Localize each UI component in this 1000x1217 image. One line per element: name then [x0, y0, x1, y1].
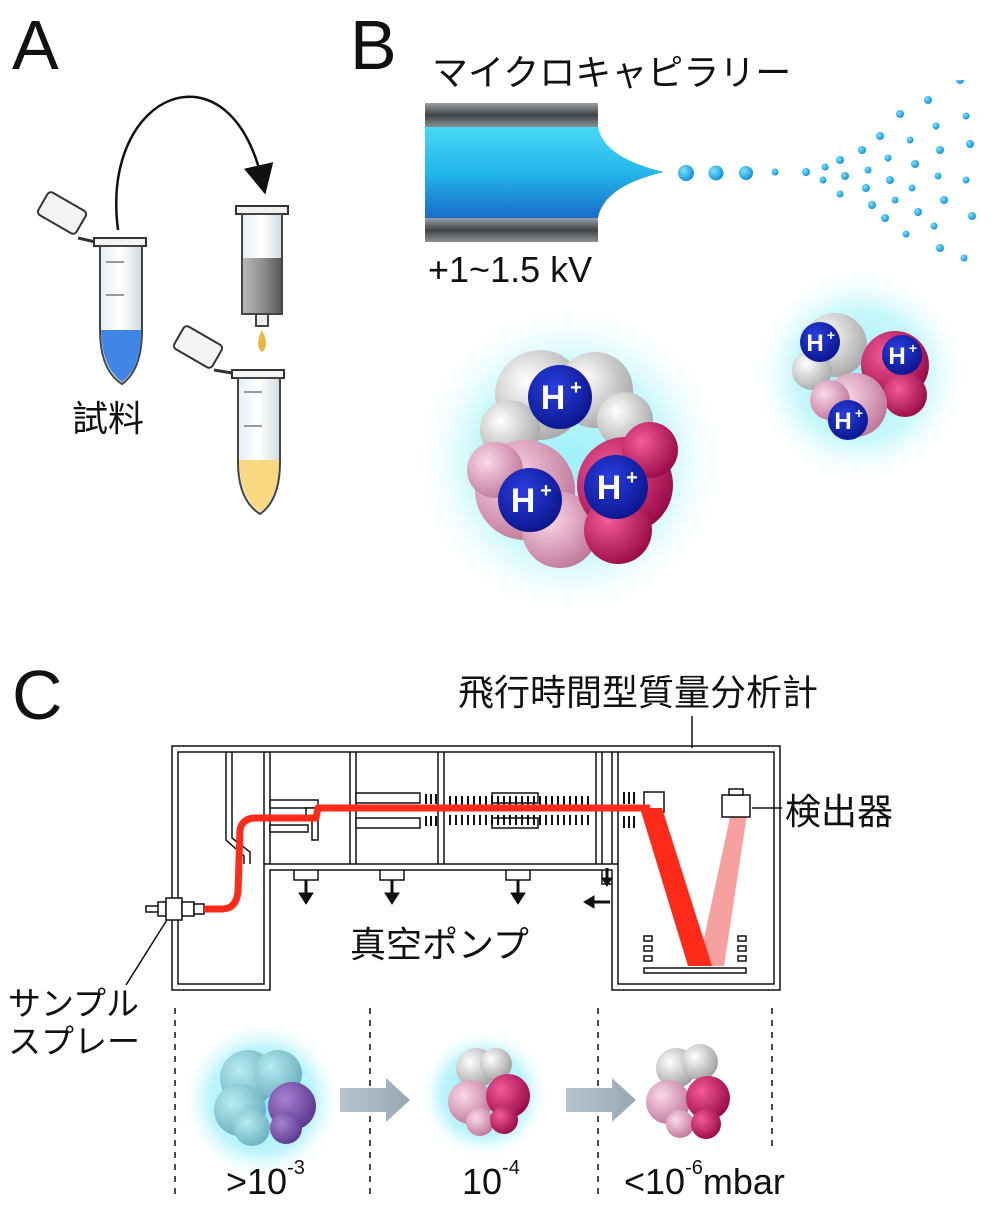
protein-stage-1	[180, 1018, 344, 1182]
svg-text:+: +	[570, 377, 582, 399]
protein-complex-small: H + H + H +	[750, 265, 970, 485]
detector	[721, 788, 751, 818]
proton-ball: H +	[828, 400, 868, 440]
svg-text:+: +	[909, 340, 917, 356]
protein-complex-large: H + H + H +	[410, 300, 730, 620]
transfer-arrow	[115, 95, 274, 231]
panel-a-illustration	[36, 95, 289, 516]
proton-ball: H +	[584, 455, 648, 519]
sample-tube-yellow	[172, 325, 285, 516]
sample-tube-blue	[36, 191, 147, 386]
svg-text:H: H	[597, 469, 622, 507]
spray-leader-line	[125, 914, 171, 986]
panel-a-letter: A	[12, 6, 59, 84]
accelerated-ion-beam	[640, 808, 712, 966]
protein-stage-3	[646, 1044, 730, 1139]
panel-b-illustration: H + H + H + H +	[410, 80, 976, 620]
spin-column	[235, 205, 289, 352]
microcapillary	[425, 103, 664, 242]
panel-c-letter: C	[12, 656, 63, 734]
svg-text:H: H	[806, 330, 823, 357]
sample-label: 試料	[72, 399, 145, 440]
sample-spray-line2: スプレー	[8, 1021, 140, 1061]
proton-ball: H +	[882, 335, 922, 375]
protein-stage-2	[418, 1028, 550, 1160]
ring-electrodes	[425, 792, 635, 828]
pump-arrows	[298, 868, 613, 909]
spray-droplets	[678, 80, 976, 262]
proton-ball: H +	[800, 322, 840, 362]
proton-ball: H +	[498, 468, 562, 532]
svg-text:+: +	[540, 480, 552, 502]
pump-ports	[293, 870, 612, 885]
svg-text:H: H	[511, 482, 536, 520]
stage-arrow-2	[566, 1078, 636, 1122]
vacuum-pump-label: 真空ポンプ	[350, 925, 529, 966]
sample-spray-connector	[145, 897, 205, 921]
voltage-label: +1~1.5 kV	[428, 249, 593, 290]
svg-text:H: H	[541, 379, 566, 417]
svg-text:H: H	[888, 343, 905, 370]
microcapillary-label: マイクロキャピラリー	[432, 53, 792, 94]
svg-text:+: +	[827, 327, 835, 343]
stage-arrow-1	[340, 1078, 410, 1122]
reflected-ion-beam	[698, 808, 748, 966]
ion-beam	[204, 804, 748, 966]
proton-ball: H +	[528, 365, 592, 429]
svg-text:+: +	[855, 405, 863, 421]
pressure-label-1: >10-3	[226, 1157, 305, 1202]
stage-dividers	[174, 1008, 773, 1196]
mass-spectrometer-diagram	[125, 716, 782, 1196]
svg-text:+: +	[626, 467, 638, 489]
sample-spray-line1: サンプル	[8, 984, 140, 1023]
pressure-label-2: 10-4	[462, 1157, 520, 1202]
sample-spray-label: サンプル スプレー	[8, 985, 140, 1061]
svg-text:H: H	[834, 408, 851, 435]
tof-label: 飛行時間型質量分析計	[458, 673, 819, 714]
pressure-label-3: <10-6mbar	[624, 1157, 785, 1202]
detector-label: 検出器	[785, 792, 894, 833]
panel-b-letter: B	[350, 6, 397, 84]
